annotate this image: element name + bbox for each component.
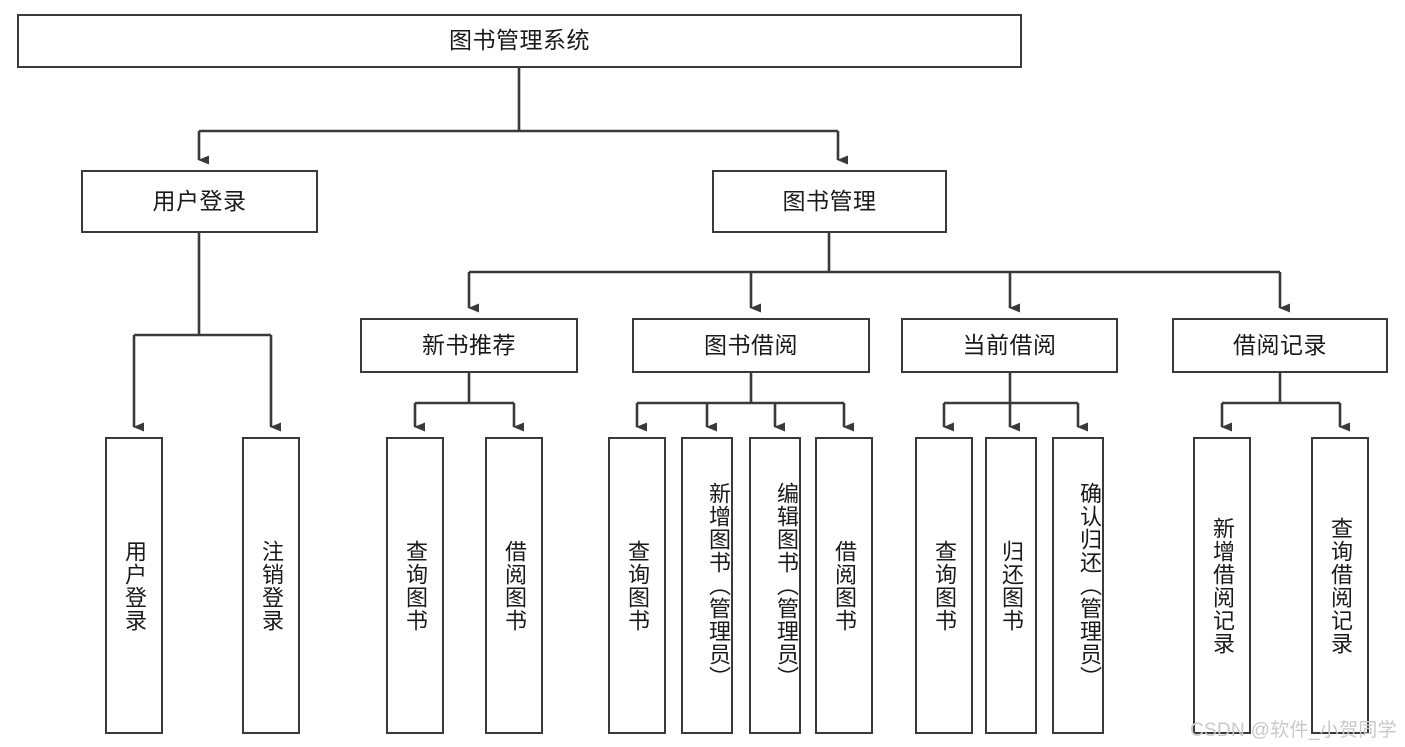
- node-label: 新书推荐: [422, 331, 516, 358]
- leaf-borrow-book-recommend[interactable]: 借阅图书: [485, 437, 543, 734]
- node-label: 借阅图书: [831, 539, 857, 632]
- node-label: 确认归还（管理员）: [1077, 482, 1102, 689]
- node-label: 注销登录: [258, 539, 284, 632]
- node-new-book-recommend[interactable]: 新书推荐: [360, 318, 578, 373]
- node-label: 图书借阅: [704, 331, 798, 358]
- node-root-book-management-system[interactable]: 图书管理系统: [17, 14, 1022, 68]
- leaf-user-login[interactable]: 用户登录: [105, 437, 163, 734]
- node-label: 新增借阅记录: [1209, 516, 1235, 655]
- node-book-management[interactable]: 图书管理: [712, 170, 947, 233]
- leaf-query-book-recommend[interactable]: 查询图书: [386, 437, 444, 734]
- node-label: 图书管理系统: [449, 27, 590, 54]
- node-user-login[interactable]: 用户登录: [81, 170, 318, 233]
- node-label: 查询图书: [624, 539, 650, 632]
- leaf-query-book-current[interactable]: 查询图书: [915, 437, 973, 734]
- node-label: 编辑图书（管理员）: [774, 482, 799, 689]
- watermark-text: CSDN @软件_小贺同学: [1190, 720, 1397, 741]
- node-label: 新增图书（管理员）: [706, 482, 731, 689]
- node-label: 用户登录: [121, 539, 147, 632]
- node-label: 归还图书: [998, 539, 1024, 632]
- node-book-borrow[interactable]: 图书借阅: [632, 318, 870, 373]
- leaf-add-borrow-record[interactable]: 新增借阅记录: [1193, 437, 1251, 734]
- node-label: 查询借阅记录: [1327, 516, 1353, 655]
- leaf-edit-book-admin[interactable]: 编辑图书（管理员）: [749, 437, 801, 734]
- node-label: 查询图书: [931, 539, 957, 632]
- node-current-borrow[interactable]: 当前借阅: [901, 318, 1118, 373]
- leaf-query-book-borrow[interactable]: 查询图书: [608, 437, 666, 734]
- leaf-confirm-return-admin[interactable]: 确认归还（管理员）: [1052, 437, 1104, 734]
- node-label: 图书管理: [782, 187, 877, 214]
- leaf-add-book-admin[interactable]: 新增图书（管理员）: [681, 437, 733, 734]
- node-label: 查询图书: [402, 539, 428, 632]
- node-label: 当前借阅: [962, 331, 1057, 358]
- node-label: 用户登录: [152, 187, 247, 214]
- leaf-query-borrow-record[interactable]: 查询借阅记录: [1311, 437, 1369, 734]
- leaf-borrow-book[interactable]: 借阅图书: [815, 437, 873, 734]
- leaf-return-book[interactable]: 归还图书: [985, 437, 1037, 734]
- leaf-logout-login[interactable]: 注销登录: [242, 437, 300, 734]
- node-borrow-record[interactable]: 借阅记录: [1172, 318, 1388, 373]
- node-label: 借阅图书: [501, 539, 527, 632]
- node-label: 借阅记录: [1233, 331, 1327, 358]
- csdn-watermark: CSDN @软件_小贺同学: [1190, 715, 1397, 742]
